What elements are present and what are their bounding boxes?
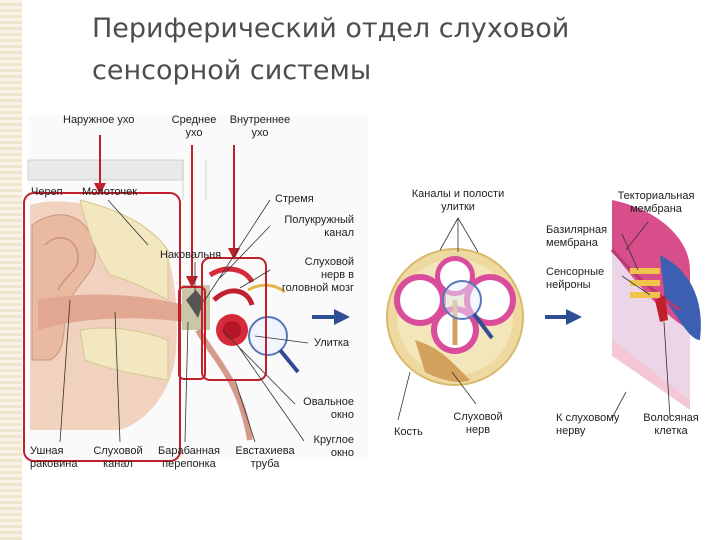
ear-illustration [27, 115, 368, 460]
label-outer-ear: Наружное ухо [63, 114, 135, 126]
label-semicircular-canal: Полукружный канал [284, 214, 354, 239]
label-hair-cell: Волосяная клетка [643, 412, 699, 437]
label-auditory-nerve: Слуховой нерв в головной мозг [281, 256, 354, 294]
label-to-auditory-nerve: К слуховому нерву [556, 412, 620, 437]
label-malleus: Молоточек [82, 186, 138, 198]
label-pinna: Ушная раковина [30, 445, 78, 470]
label-sensory-neurons: Сенсорные нейроны [546, 266, 605, 291]
label-cochlea: Улитка [314, 337, 350, 349]
label-middle-ear: Среднее ухо [171, 114, 217, 139]
ear-leader-lines [59, 199, 309, 443]
slide-title: Периферический отдел слуховой сенсорной … [92, 13, 570, 86]
label-ear-canal: Слуховой канал [93, 445, 143, 470]
label-stapes: Стремя [275, 193, 314, 205]
flow-arrows [312, 309, 582, 325]
label-cochlea-channels: Каналы и полости улитки [411, 188, 505, 213]
label-round-window: Круглое окно [313, 434, 354, 459]
label-basilar-membrane: Базилярная мембрана [546, 224, 608, 249]
organ-of-corti [610, 200, 701, 419]
label-bone: Кость [394, 426, 423, 438]
decorative-side-strip [0, 0, 22, 540]
label-eardrum: Барабанная перепонка [158, 445, 220, 470]
cochlea-cross-section [386, 217, 524, 421]
label-skull: Череп [31, 186, 63, 198]
label-eustachian-tube: Евстахиева труба [235, 445, 295, 470]
label-oval-window: Овальное окно [303, 396, 354, 421]
label-inner-ear: Внутреннее ухо [229, 114, 291, 139]
label-tectorial-membrane: Текториальная мембрана [617, 190, 695, 215]
label-incus: Наковальня [160, 249, 222, 261]
label-cross-nerve: Слуховой нерв [453, 411, 503, 436]
region-arrows [94, 135, 240, 288]
